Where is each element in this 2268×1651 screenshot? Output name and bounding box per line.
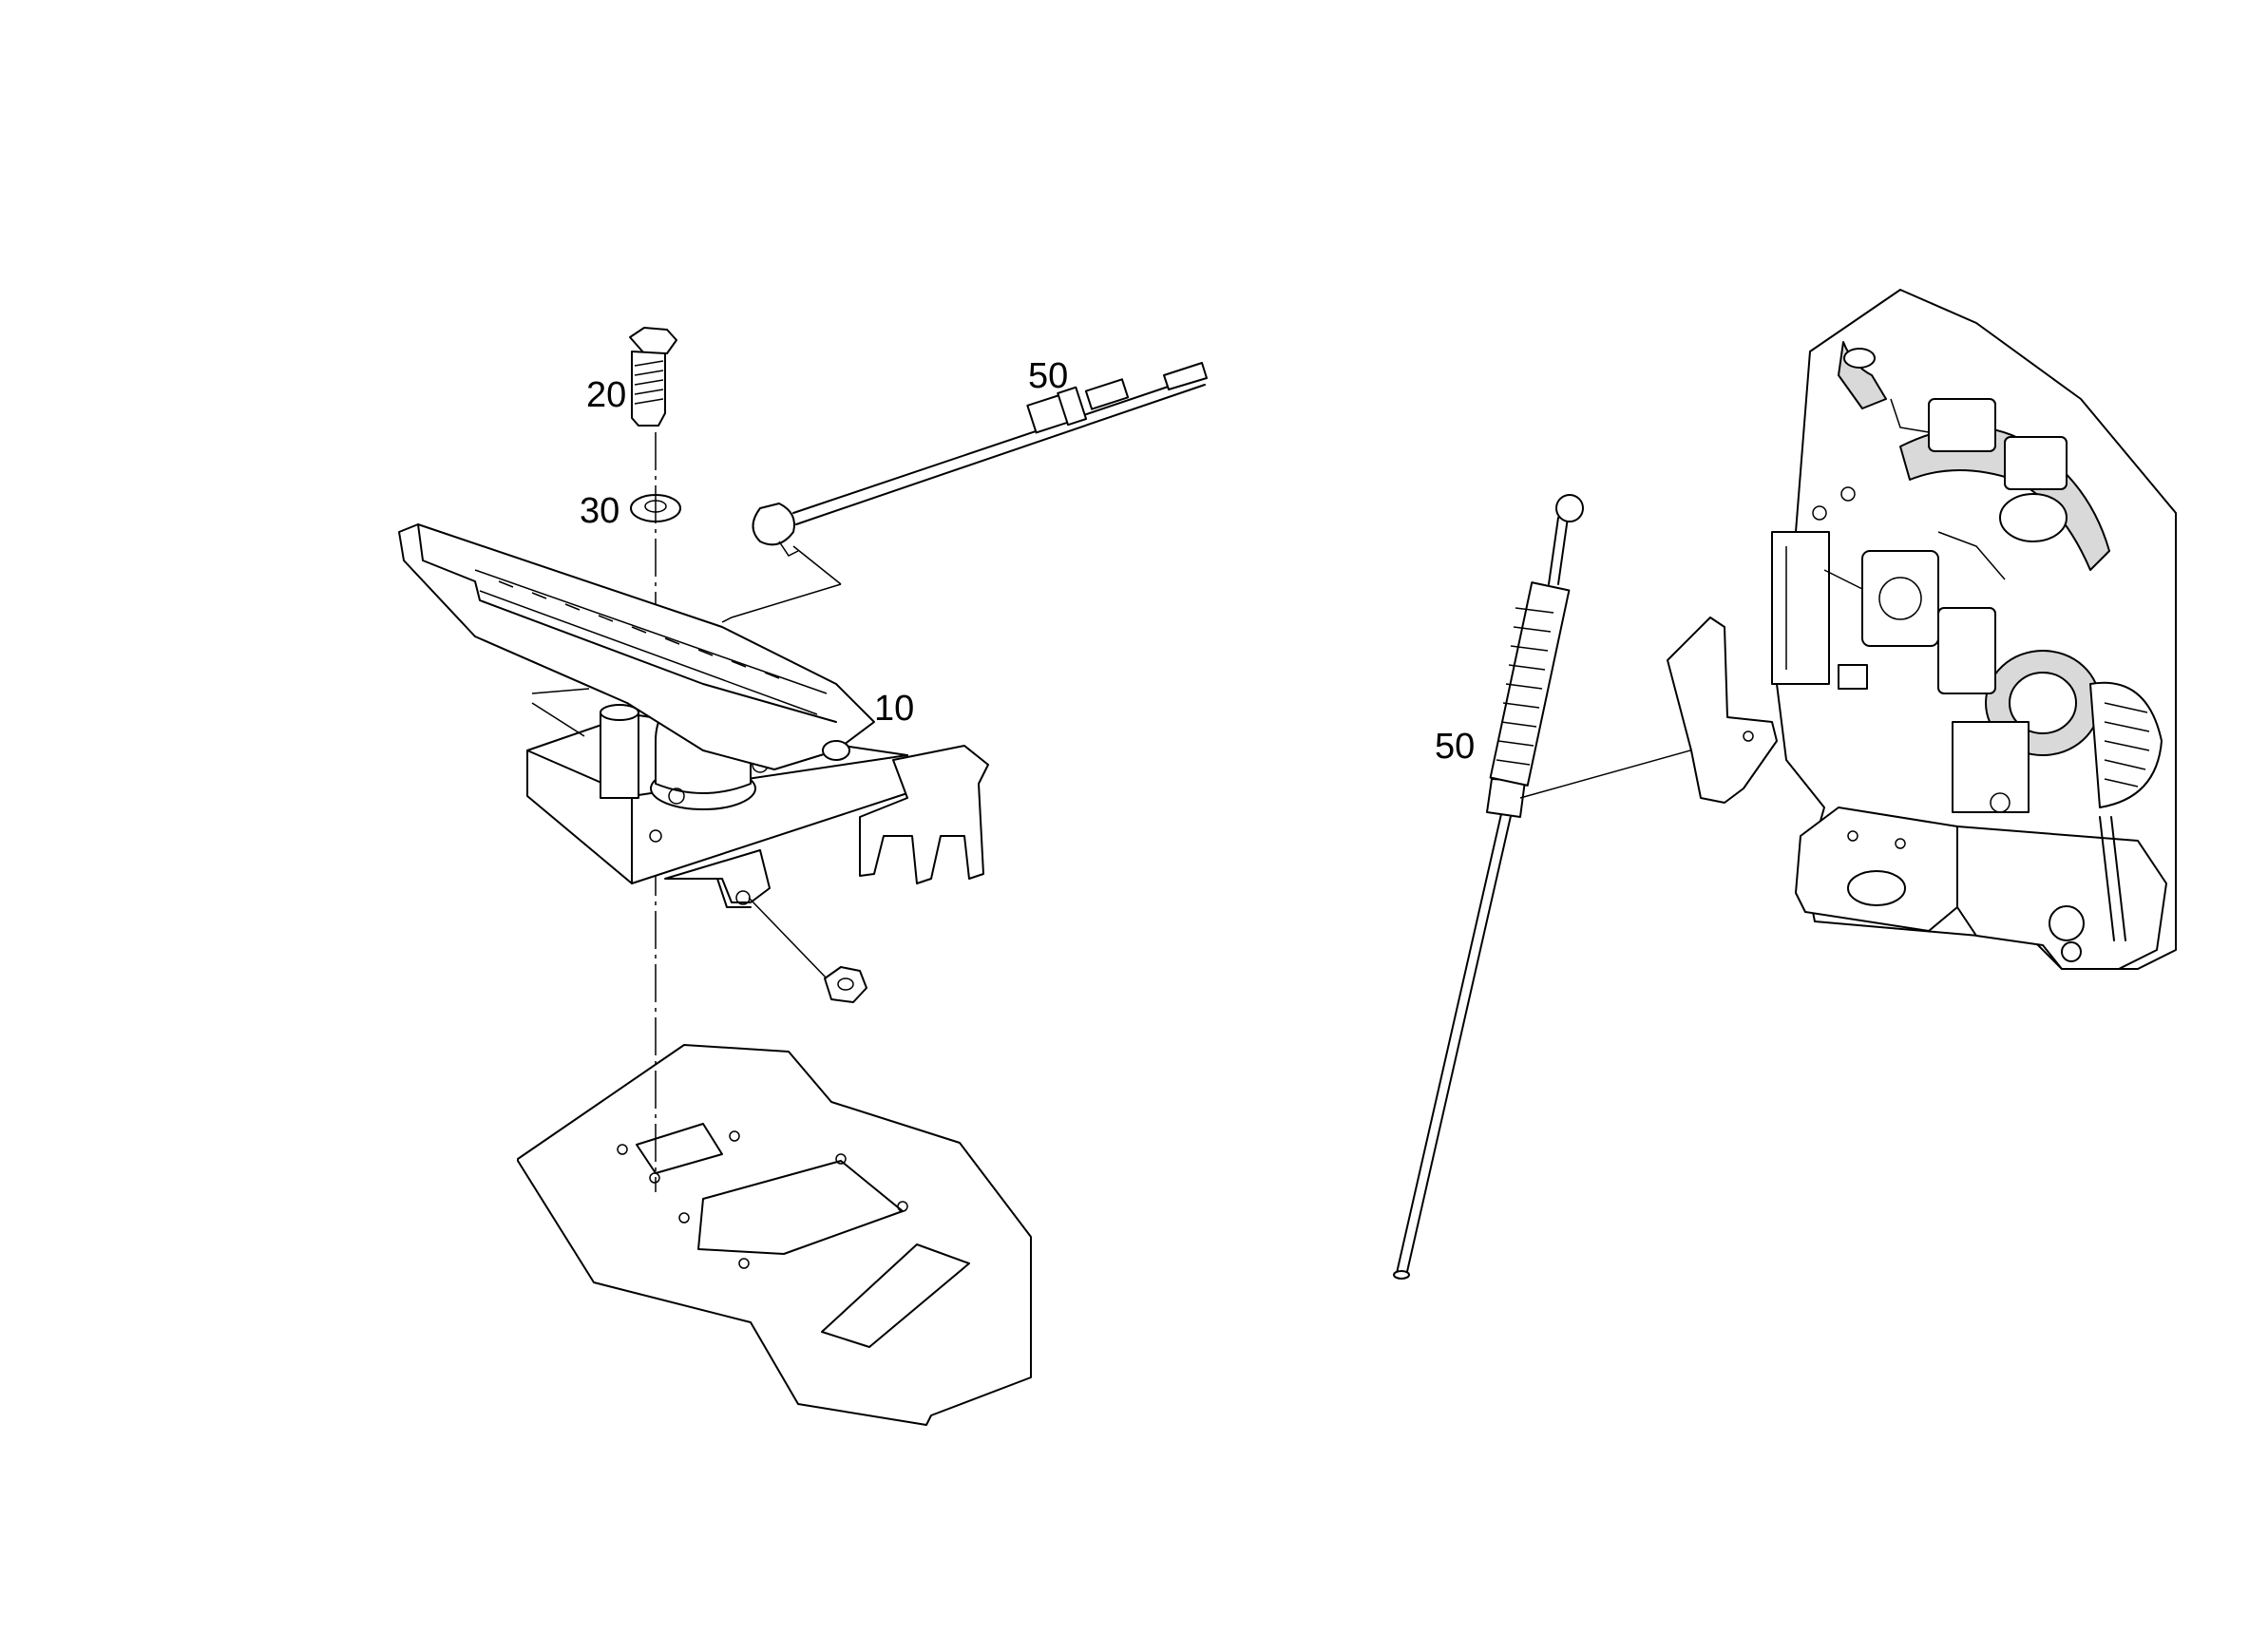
cable-50-left: [721, 362, 1208, 623]
callout-20: 20: [586, 375, 626, 415]
callout-50-right: 50: [1435, 727, 1475, 767]
pedal-grip-ribs: [498, 580, 780, 679]
callout-30: 30: [580, 491, 619, 531]
callout-50-left: 50: [1028, 356, 1068, 396]
pedal-assembly-10: [398, 523, 989, 908]
cable-50-right: [1393, 494, 1749, 1280]
cable-bellows: [1496, 607, 1554, 766]
bolt-20: [629, 327, 677, 427]
floor-plate: [517, 1044, 1032, 1426]
nut: [748, 897, 867, 1003]
callout-10: 10: [874, 689, 914, 729]
engine-block: [1667, 289, 2177, 970]
